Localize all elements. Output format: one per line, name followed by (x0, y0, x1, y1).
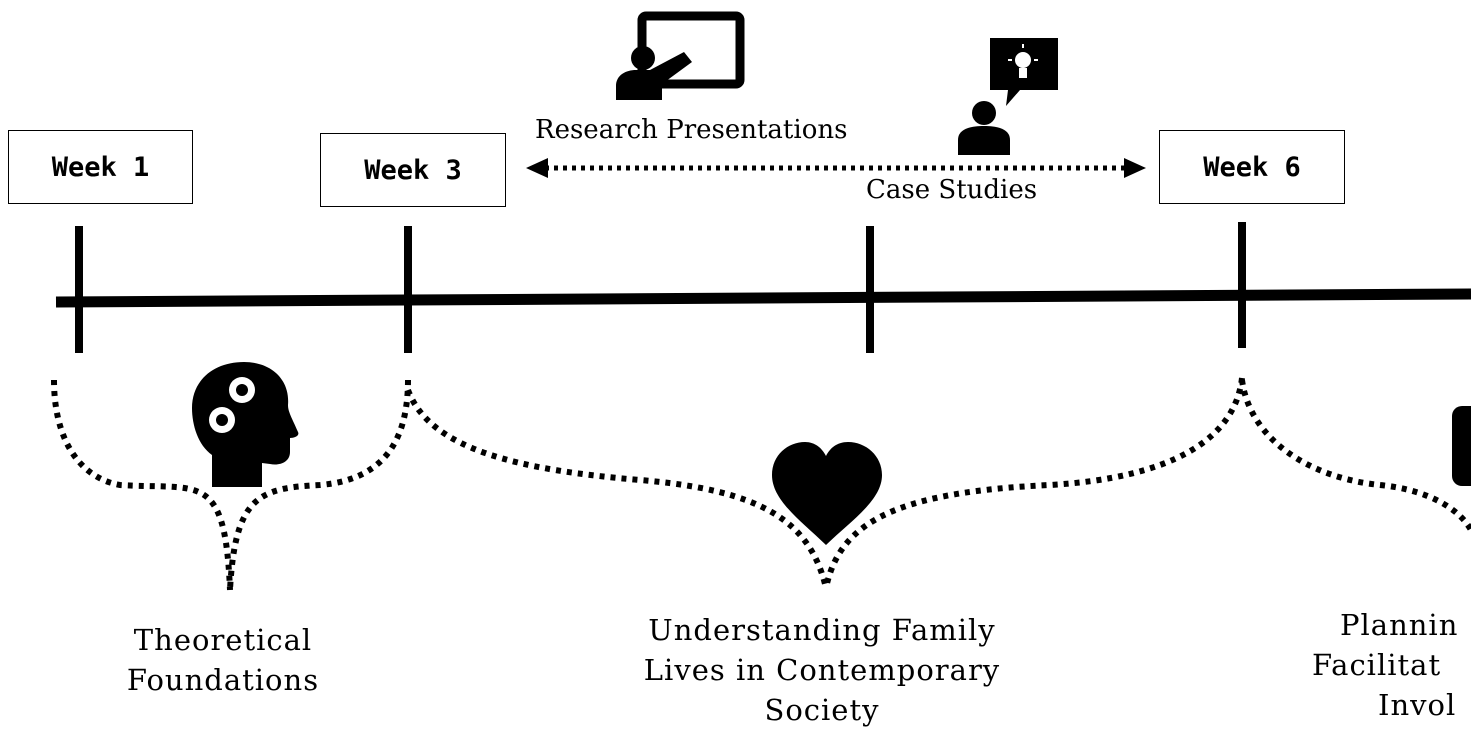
phase-2-line-1: Understanding Family (648, 613, 996, 647)
presentation-board-icon (616, 11, 745, 100)
phase-planning-partial: Plannin Facilitat Invol (1300, 605, 1471, 725)
phase-understanding-family-lives: Understanding Family Lives in Contempora… (597, 610, 1047, 730)
phase-2-line-3: Society (764, 693, 880, 727)
range-arrow (526, 158, 1146, 178)
phase-theoretical-foundations: Theoretical Foundations (93, 620, 353, 700)
heart-icon (772, 442, 882, 545)
week-3-box: Week 3 (320, 133, 506, 207)
week-6-label: Week 6 (1203, 151, 1301, 183)
case-studies-label: Case Studies (866, 175, 1038, 205)
week-1-box: Week 1 (8, 130, 193, 204)
person-idea-icon (958, 38, 1058, 155)
brace-theoretical (51, 379, 411, 591)
brace-understanding (405, 377, 1245, 589)
week-1-label: Week 1 (51, 151, 150, 183)
week-6-box: Week 6 (1159, 130, 1345, 204)
phase-2-line-2: Lives in Contemporary (643, 653, 1001, 687)
phase-1-line-1: Theoretical (133, 623, 313, 657)
brace-planning (1239, 379, 1471, 532)
phase-1-line-2: Foundations (126, 663, 320, 697)
week-3-label: Week 3 (364, 154, 462, 186)
phase-3-line-1: Plannin (1340, 608, 1459, 642)
phase-3-line-2: Facilitat (1312, 648, 1442, 682)
phase-3-line-3: Invol (1378, 688, 1457, 722)
head-gears-icon (192, 362, 299, 487)
research-presentations-label: Research Presentations (535, 115, 848, 145)
partial-icon (1452, 406, 1471, 486)
timeline-axis (55, 288, 1471, 308)
